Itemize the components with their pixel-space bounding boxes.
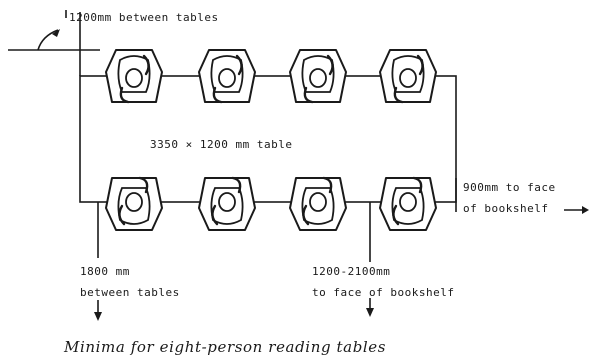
reader-top-2 (197, 48, 257, 104)
label-bottom-left-line2: between tables (80, 286, 180, 299)
reader-top-3 (288, 48, 348, 104)
label-bottom-mid-line1: 1200-2100mm (312, 265, 390, 278)
label-bottom-left-line1: 1800 mm (80, 265, 130, 278)
reader-bottom-1 (104, 176, 164, 232)
label-top-between-tables: 1200mm between tables (69, 11, 219, 24)
arrow-down-icon (94, 312, 102, 321)
bottom-left-dimension-marker (94, 202, 102, 321)
label-right-line2: of bookshelf (463, 202, 548, 215)
label-bottom-mid-line2: to face of bookshelf (312, 286, 454, 299)
reader-bottom-4 (378, 176, 438, 232)
arrow-right-icon (582, 206, 589, 214)
top-left-dimension-marker (8, 10, 100, 76)
bottom-middle-dimension-marker (366, 202, 374, 317)
label-table-size: 3350 × 1200 mm table (150, 138, 292, 151)
figure-caption: Minima for eight-person reading tables (63, 338, 386, 356)
reader-top-4 (378, 48, 438, 104)
label-right-line1: 900mm to face (463, 181, 556, 194)
table-outline (79, 75, 457, 203)
reader-bottom-2 (197, 176, 257, 232)
curved-arrow-icon (52, 29, 60, 37)
reader-top-1 (104, 48, 164, 104)
reader-bottom-3 (288, 176, 348, 232)
arrow-down-icon (366, 308, 374, 317)
right-dimension-marker (455, 178, 589, 214)
